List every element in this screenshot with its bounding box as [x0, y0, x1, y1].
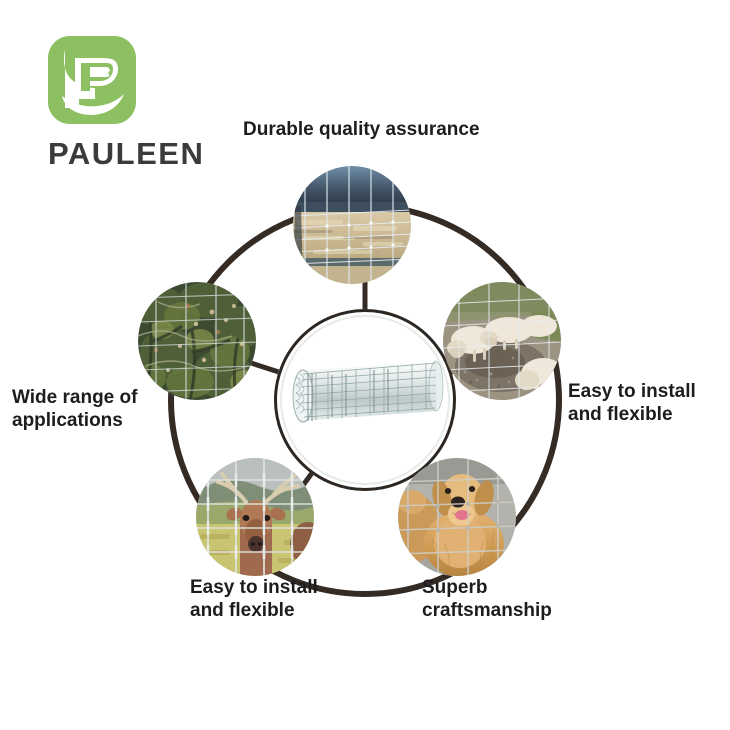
deer-behind-fence-photo [196, 458, 314, 576]
inner-ring-highlight [280, 315, 450, 485]
sheep-behind-fence-photo [443, 282, 561, 400]
feature-label-wide-range-of-applications: Wide range of applications [12, 387, 138, 432]
feature-label-easy-to-install-and-flexible-bottom: Easy to install and flexible [190, 577, 318, 622]
brand-block: PAULEEN [48, 36, 268, 169]
fence-in-field-photo [293, 166, 411, 284]
brand-name: PAULEEN [48, 136, 205, 171]
rolled-wire-mesh-fence-product-image [286, 347, 444, 433]
orchard-vegetation-fence-photo [138, 282, 256, 400]
feature-label-durable-quality-assurance: Durable quality assurance [243, 119, 480, 140]
feature-label-easy-to-install-and-flexible-right: Easy to install and flexible [568, 381, 696, 426]
golden-retriever-behind-fence-photo [398, 458, 516, 576]
pauleen-leaf-logo-icon [48, 36, 136, 124]
feature-label-superb-craftsmanship: Superb craftsmanship [422, 577, 552, 622]
